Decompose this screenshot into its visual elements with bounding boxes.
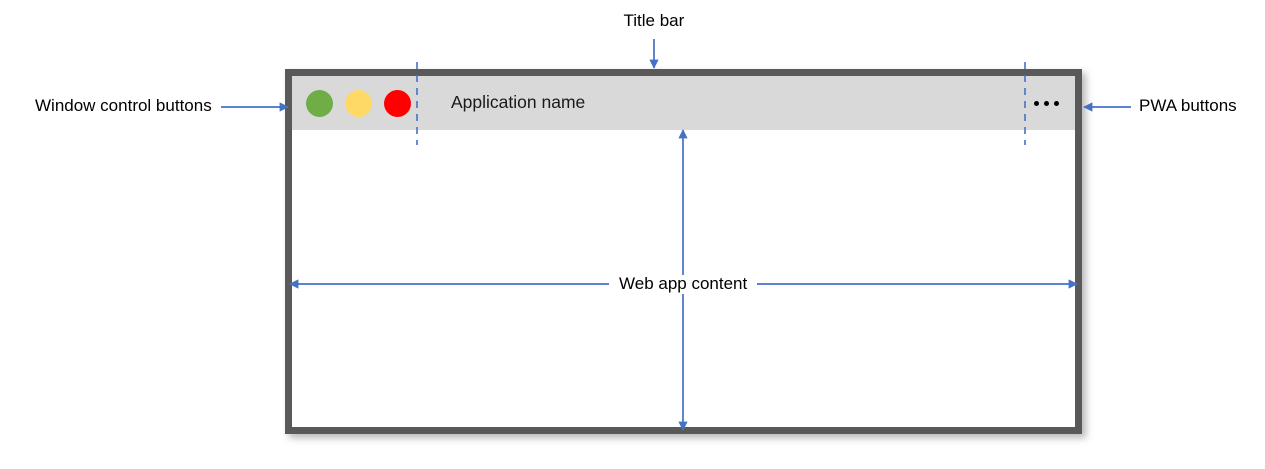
window-control-buttons: [292, 89, 411, 117]
callout-label-window-control-buttons: Window control buttons: [35, 96, 212, 115]
maximize-button-icon[interactable]: [345, 89, 372, 117]
ellipsis-dot: [1054, 100, 1059, 106]
pwa-buttons[interactable]: [1034, 100, 1075, 106]
callout-label-title-bar: Title bar: [623, 11, 685, 30]
callout-label-pwa-buttons: PWA buttons: [1139, 96, 1237, 115]
application-name-label: Application name: [451, 92, 586, 113]
minimize-button-icon[interactable]: [306, 89, 333, 117]
ellipsis-dot: [1034, 100, 1039, 106]
ellipsis-icon[interactable]: [1034, 100, 1059, 106]
close-button-icon[interactable]: [384, 89, 411, 117]
callout-label-web-app-content: Web app content: [609, 274, 758, 294]
ellipsis-dot: [1044, 100, 1049, 106]
title-bar: Application name: [292, 76, 1075, 130]
application-window: Application name: [285, 69, 1082, 434]
